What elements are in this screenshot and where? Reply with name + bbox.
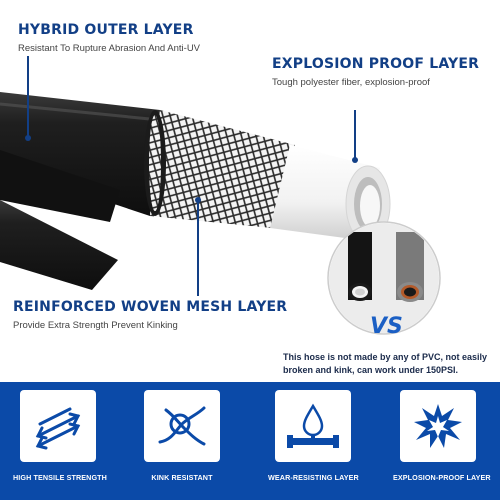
callout-leader-lines: [25, 56, 358, 296]
upper-hose-segment: [0, 92, 161, 216]
explosion-layer-callout: EXPLOSION PROOF LAYER Tough polyester fi…: [272, 56, 479, 88]
feature-kink-resistant-label: KINK RESISTANT: [151, 473, 213, 482]
feature-wear-resisting-tile: [275, 390, 351, 462]
feature-kink-resistant: KINK RESISTANT: [137, 390, 227, 482]
water-drop-pipe-icon: [287, 403, 339, 448]
feature-explosion-proof-tile: [400, 390, 476, 462]
feature-high-tensile-label: HIGH TENSILE STRENGTH: [13, 473, 107, 482]
feature-explosion-proof: EXPLOSION-PROOF LAYER: [393, 390, 491, 482]
outer-layer-callout: HYBRID OUTER LAYER Resistant To Rupture …: [18, 22, 200, 54]
mesh-layer-subtitle: Provide Extra Strength Prevent Kinking: [13, 320, 178, 331]
mesh-layer-title: REINFORCED WOVEN MESH LAYER: [13, 299, 288, 315]
comparison-circle: VS: [327, 221, 441, 339]
feature-explosion-proof-label: EXPLOSION-PROOF LAYER: [393, 473, 491, 482]
outer-layer-title: HYBRID OUTER LAYER: [18, 22, 194, 38]
this-hose-sample-image: [348, 232, 372, 301]
feature-kink-resistant-tile: [144, 390, 220, 462]
feature-banner: HIGH TENSILE STRENGTH KINK RESISTANT: [0, 382, 500, 500]
comparison-note: This hose is not made by any of PVC, not…: [283, 352, 488, 375]
knot-icon: [158, 406, 206, 446]
feature-high-tensile: HIGH TENSILE STRENGTH: [13, 390, 107, 482]
lower-hose-segment: [0, 150, 120, 290]
woven-mesh-section: [144, 110, 295, 228]
feature-high-tensile-tile: [20, 390, 96, 462]
explosion-layer-title: EXPLOSION PROOF LAYER: [272, 56, 480, 72]
feature-wear-resisting: WEAR-RESISTING LAYER: [268, 390, 359, 482]
pvc-hose-sample-image: [396, 232, 424, 302]
hose-cross-section-illustration: VS: [0, 56, 441, 339]
explosion-layer-subtitle: Tough polyester fiber, explosion-proof: [272, 77, 430, 88]
mesh-layer-callout: REINFORCED WOVEN MESH LAYER Provide Extr…: [13, 299, 287, 331]
tensile-arrows-icon: [35, 407, 81, 450]
outer-layer-subtitle: Resistant To Rupture Abrasion And Anti-U…: [18, 43, 201, 54]
feature-wear-resisting-label: WEAR-RESISTING LAYER: [268, 473, 359, 482]
vs-label: VS: [370, 314, 403, 339]
explosion-icon: [414, 404, 462, 448]
